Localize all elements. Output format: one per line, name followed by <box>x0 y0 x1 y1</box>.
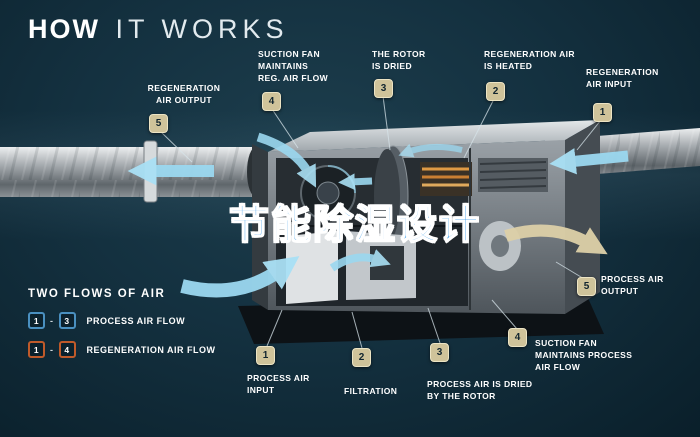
legend-badge-process-to: 3 <box>58 312 76 329</box>
badge-process-input-1: 1 <box>256 346 275 365</box>
legend-row-process: 1 - 3 PROCESS AIR FLOW <box>28 312 216 329</box>
process-output-arrow <box>504 224 608 255</box>
label-process-input: PROCESS AIR INPUT <box>247 373 310 395</box>
legend-title: TWO FLOWS OF AIR <box>28 288 166 300</box>
badge-filtration-2: 2 <box>352 348 371 367</box>
legend-dash-2: - <box>50 344 54 355</box>
badge-regen-heated-2: 2 <box>486 82 505 101</box>
watermark-text: 节能除湿设计 <box>228 202 481 248</box>
badge-suction-fan-process-4: 4 <box>508 328 527 347</box>
legend: TWO FLOWS OF AIR 1 - 3 PROCESS AIR FLOW … <box>28 288 216 370</box>
label-suction-fan-reg: SUCTION FAN MAINTAINS REG. AIR FLOW <box>258 49 329 83</box>
legend-badge-regen-to: 4 <box>58 341 76 358</box>
label-regen-heated: REGENERATION AIR IS HEATED <box>484 49 575 71</box>
rotor-icon <box>374 145 409 247</box>
badge-process-output-5: 5 <box>577 277 596 296</box>
label-process-output: PROCESS AIR OUTPUT <box>601 274 664 296</box>
label-regeneration-air-output: REGENERATION AIR OUTPUT <box>147 83 221 105</box>
badge-regen-input-1: 1 <box>593 103 612 122</box>
callout-lines <box>159 95 602 349</box>
badge-process-dried-3: 3 <box>430 343 449 362</box>
airflow-arrows <box>127 132 629 298</box>
badge-regen-output-5: 5 <box>149 114 168 133</box>
heated-air-arrow <box>398 143 463 158</box>
page-title: HOW IT WORKS <box>28 14 289 45</box>
label-filtration: FILTRATION <box>344 386 398 396</box>
process-input-arrow <box>180 256 300 298</box>
legend-badge-regen-from: 1 <box>28 341 45 358</box>
process-inner-arrow <box>329 249 391 272</box>
heater-icon <box>420 162 472 196</box>
badge-rotor-dried-3: 3 <box>374 79 393 98</box>
title-word-it-works: IT WORKS <box>115 14 289 44</box>
label-regen-input: REGENERATION AIR INPUT <box>586 67 659 89</box>
legend-row-regeneration: 1 - 4 REGENERATION AIR FLOW <box>28 341 216 358</box>
title-word-how: HOW <box>28 14 100 44</box>
legend-dash: - <box>50 315 54 326</box>
label-process-dried: PROCESS AIR IS DRIED BY THE ROTOR <box>427 379 533 401</box>
rotor-arrow <box>338 173 373 191</box>
regen-input-arrow <box>549 148 629 175</box>
label-rotor-dried: THE ROTOR IS DRIED <box>372 49 426 71</box>
legend-label-regeneration: REGENERATION AIR FLOW <box>86 344 216 355</box>
vent-grille-icon <box>478 158 548 192</box>
legend-label-process: PROCESS AIR FLOW <box>86 315 186 326</box>
regen-fan-arrow <box>256 132 317 188</box>
badge-suction-fan-reg-4: 4 <box>262 92 281 111</box>
machine-top <box>268 120 600 152</box>
label-suction-fan-process: SUCTION FAN MAINTAINS PROCESS AIR FLOW <box>535 338 633 372</box>
legend-badge-process-from: 1 <box>28 312 45 329</box>
